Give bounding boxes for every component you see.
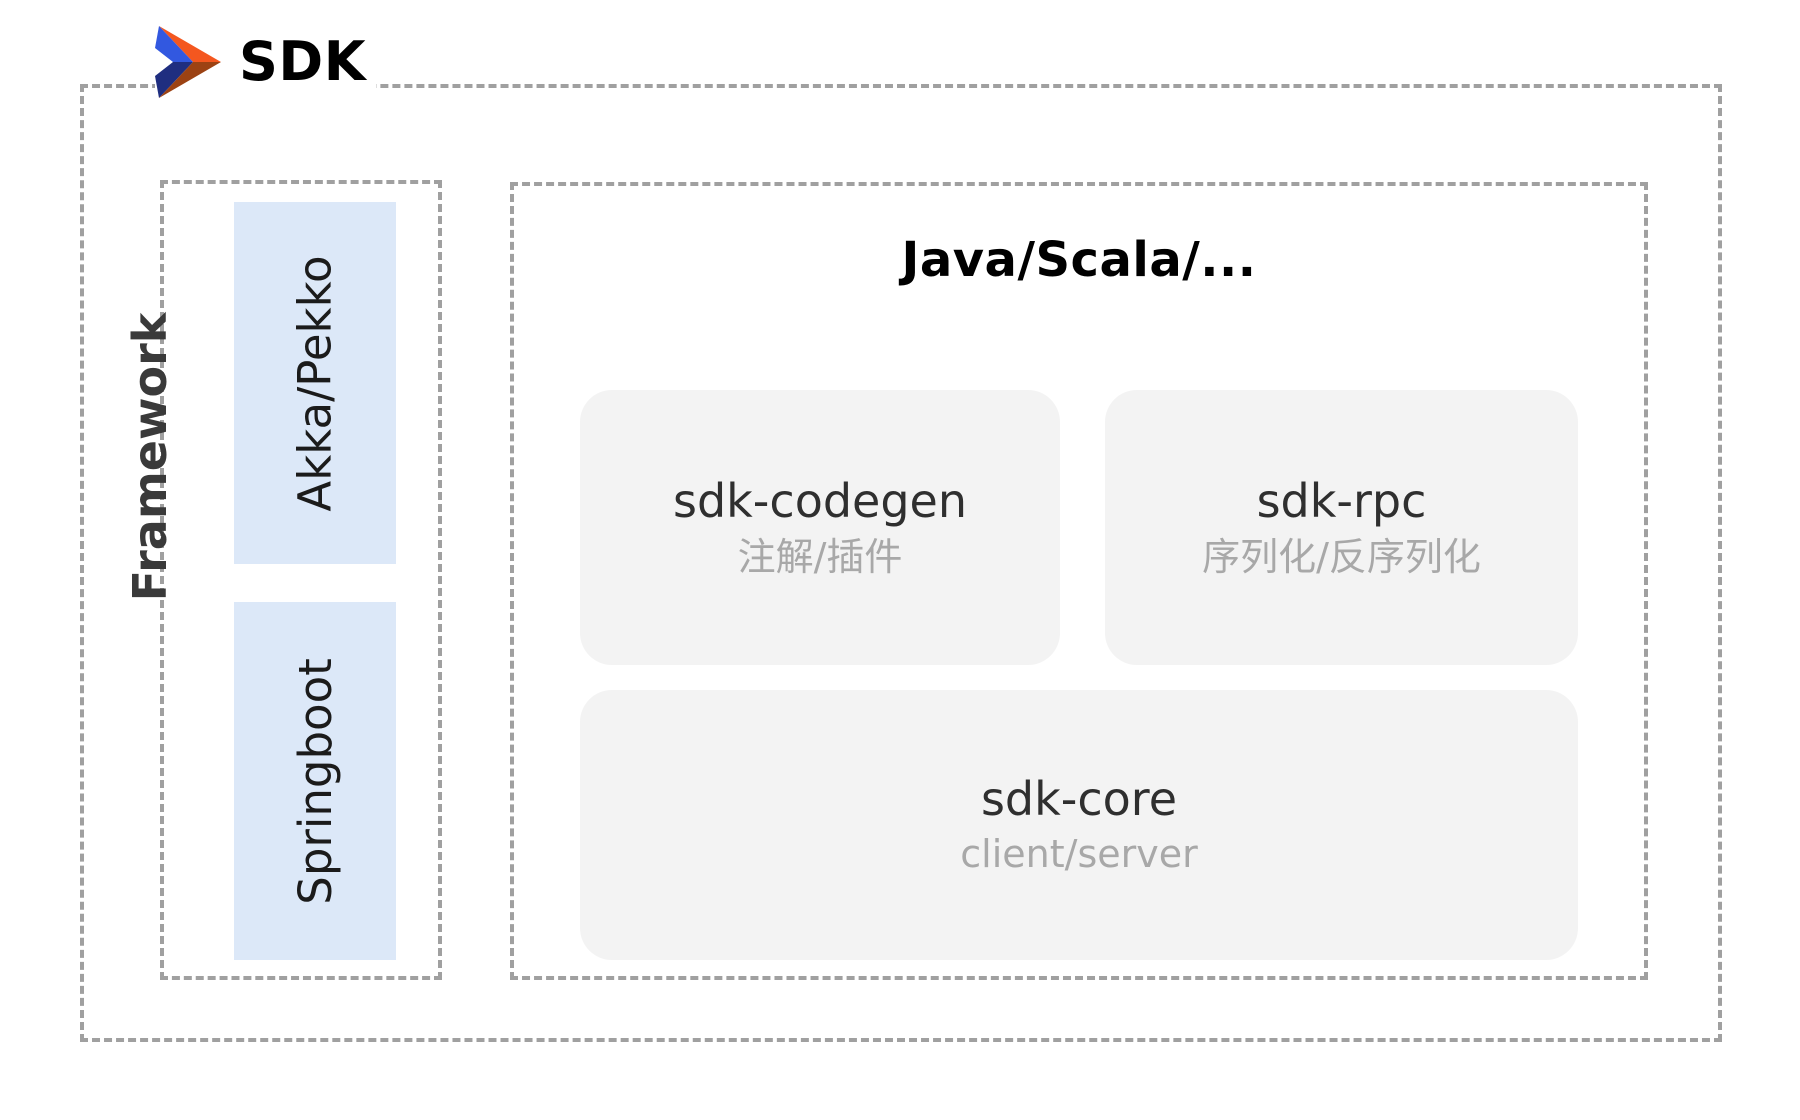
framework-chip-label: Akka/Pekko bbox=[288, 254, 342, 512]
module-card-title: sdk-codegen bbox=[673, 474, 967, 529]
module-card-subtitle: 注解/插件 bbox=[737, 534, 903, 579]
language-group bbox=[510, 182, 1648, 980]
module-card-sdk-codegen[interactable]: sdk-codegen 注解/插件 bbox=[580, 390, 1060, 665]
brand: SDK bbox=[155, 26, 377, 98]
module-card-subtitle: client/server bbox=[960, 832, 1198, 877]
module-card-subtitle: 序列化/反序列化 bbox=[1202, 534, 1481, 579]
language-group-title: Java/Scala/... bbox=[901, 232, 1257, 288]
framework-group bbox=[160, 180, 442, 980]
module-card-sdk-rpc[interactable]: sdk-rpc 序列化/反序列化 bbox=[1105, 390, 1578, 665]
framework-label: Framework bbox=[123, 312, 177, 602]
framework-chip-akka-pekko[interactable]: Akka/Pekko bbox=[234, 202, 396, 564]
module-card-title: sdk-core bbox=[980, 771, 1178, 826]
sdk-arrow-logo-icon bbox=[155, 26, 221, 98]
framework-chip-label: Springboot bbox=[288, 657, 342, 905]
sdk-boundary bbox=[80, 84, 1722, 1042]
framework-chip-springboot[interactable]: Springboot bbox=[234, 602, 396, 960]
module-card-title: sdk-rpc bbox=[1256, 474, 1427, 529]
module-card-sdk-core[interactable]: sdk-core client/server bbox=[580, 690, 1578, 960]
brand-title: SDK bbox=[239, 30, 367, 93]
